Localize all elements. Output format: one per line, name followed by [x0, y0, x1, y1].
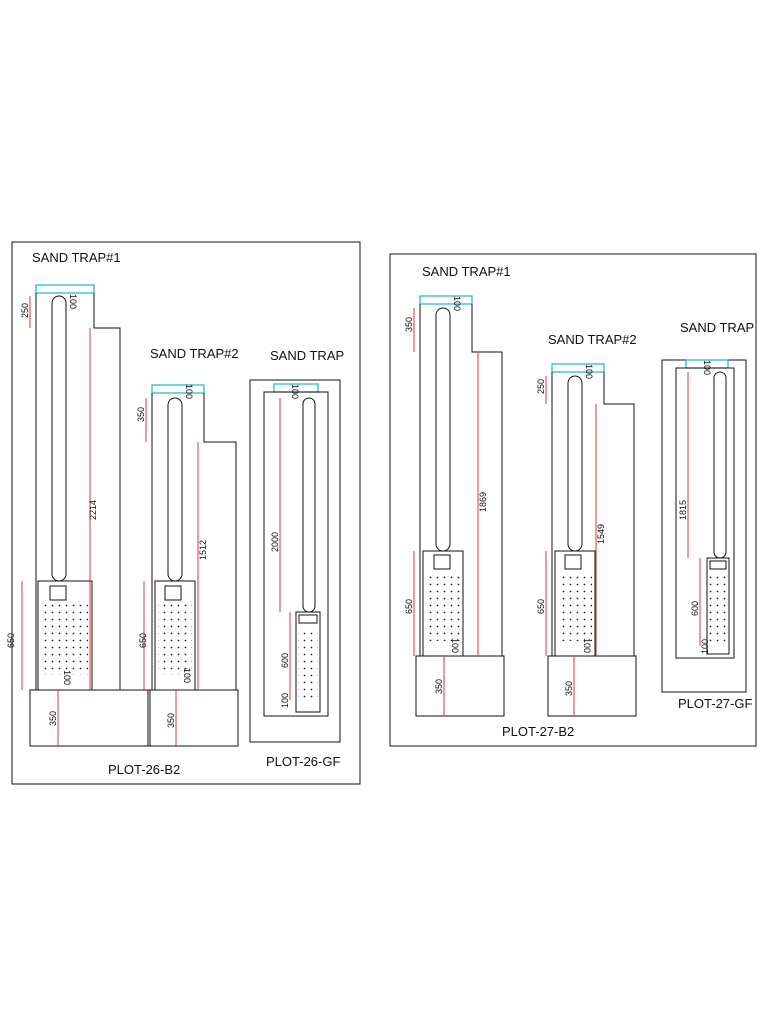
plot27-trap2-title: SAND TRAP#2 [548, 332, 637, 347]
soil-base [547, 655, 637, 717]
dim-top: 250 [536, 379, 546, 394]
chamber-walls [551, 372, 635, 656]
grating-icon [151, 384, 205, 394]
gf-chamber [263, 391, 329, 717]
gf-chamber [675, 367, 735, 659]
dim-pipe: 2000 [270, 532, 280, 552]
riser-pipe [302, 397, 316, 613]
plot26-trap1: SAND TRAP#1 250 100 2214 650 100 350 [6, 250, 151, 747]
soil-base [147, 689, 239, 747]
dim-base: 350 [564, 681, 574, 696]
plot27-b2-label: PLOT-27-B2 [502, 724, 574, 739]
perforation-grid [40, 603, 88, 675]
plot27-gf-label: PLOT-27-GF [678, 696, 752, 711]
grating-icon [551, 363, 605, 373]
plot26-gf-title: SAND TRAP [270, 348, 344, 363]
box-outlet [709, 560, 727, 570]
plot26-gf-trap: SAND TRAP 100 2000 600 100 [249, 348, 344, 743]
box-outlet [298, 614, 318, 624]
box-outlet [49, 585, 67, 601]
dim-bottom: 100 [700, 639, 710, 654]
plot26-trap1-title: SAND TRAP#1 [32, 250, 121, 265]
dim-box: 600 [690, 601, 700, 616]
dim-top: 350 [404, 317, 414, 332]
plot27-trap2: SAND TRAP#2 250 100 1549 650 100 350 [536, 332, 637, 717]
chamber-walls [151, 393, 237, 690]
chamber-walls [35, 293, 121, 690]
box-outlet [564, 554, 582, 570]
filter-box [295, 611, 321, 713]
dim-bottom: 100 [280, 693, 290, 708]
perforation-grid [709, 574, 727, 642]
riser-pipe [167, 397, 183, 582]
dim-cover: 100 [452, 296, 462, 311]
plot26-gf-label: PLOT-26-GF [266, 754, 340, 769]
dim-pipe: 1815 [678, 500, 688, 520]
plot27-gf-title: SAND TRAP [680, 320, 754, 335]
dim-cover: 100 [584, 364, 594, 379]
riser-pipe [51, 295, 67, 582]
dim-cover: 100 [290, 384, 300, 399]
perforation-grid [158, 603, 192, 675]
filter-box [706, 557, 730, 655]
plot26-b2-label: PLOT-26-B2 [108, 762, 180, 777]
dim-bottom: 100 [582, 638, 592, 653]
riser-pipe [435, 307, 451, 552]
left-sheet: SAND TRAP#1 250 100 2214 650 100 350 SAN… [6, 241, 361, 785]
plot27-trap1-title: SAND TRAP#1 [422, 264, 511, 279]
plot26-trap2: SAND TRAP#2 350 100 1512 650 100 350 [136, 346, 239, 747]
dim-pipe: 1512 [198, 540, 208, 560]
right-sheet: SAND TRAP#1 350 100 1869 650 100 350 SAN… [389, 253, 757, 747]
dim-bottom: 100 [62, 670, 72, 685]
riser-pipe [567, 375, 583, 552]
dim-base: 350 [434, 679, 444, 694]
right-sheet-border [389, 253, 757, 747]
plot27-gf-trap: SAND TRAP 100 1815 600 100 [661, 320, 754, 693]
grating-icon [35, 284, 95, 294]
dim-top: 250 [20, 303, 30, 318]
perforation-grid [298, 628, 318, 700]
dim-cover: 100 [184, 384, 194, 399]
dim-box: 650 [536, 599, 546, 614]
dim-top: 350 [136, 407, 146, 422]
dim-pipe: 1549 [596, 524, 606, 544]
riser-pipe [713, 371, 727, 559]
dim-pipe: 2214 [88, 500, 98, 520]
grating-icon [419, 295, 473, 305]
plot26-trap2-title: SAND TRAP#2 [150, 346, 239, 361]
dim-pipe: 1869 [478, 492, 488, 512]
dim-box: 650 [138, 633, 148, 648]
dim-box: 650 [404, 599, 414, 614]
chamber-walls [419, 304, 503, 656]
soil-base [415, 655, 505, 717]
perforation-grid [426, 573, 460, 641]
dim-box: 600 [280, 653, 290, 668]
dim-bottom: 100 [450, 638, 460, 653]
dim-base: 350 [48, 711, 58, 726]
gf-enclosure [249, 379, 341, 743]
plot27-trap1: SAND TRAP#1 350 100 1869 650 100 350 [404, 264, 511, 717]
box-outlet [433, 554, 451, 570]
dim-cover: 100 [702, 360, 712, 375]
perforation-grid [558, 573, 592, 641]
dim-cover: 100 [68, 294, 78, 309]
left-sheet-border [11, 241, 361, 785]
dim-bottom: 100 [182, 668, 192, 683]
dim-base: 350 [166, 713, 176, 728]
dim-box: 650 [6, 633, 16, 648]
box-outlet [164, 585, 182, 601]
